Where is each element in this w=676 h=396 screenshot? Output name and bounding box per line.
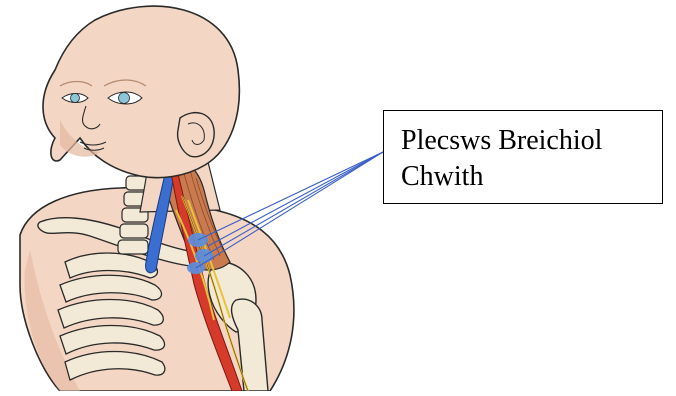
ear — [178, 113, 215, 157]
plexus-callout-box: Plecsws Breichiol Chwith — [383, 110, 663, 204]
callout-line-2: Chwith — [401, 159, 662, 195]
callout-line-1: Plecsws Breichiol — [401, 123, 662, 159]
callout-leader-lines — [196, 152, 383, 268]
